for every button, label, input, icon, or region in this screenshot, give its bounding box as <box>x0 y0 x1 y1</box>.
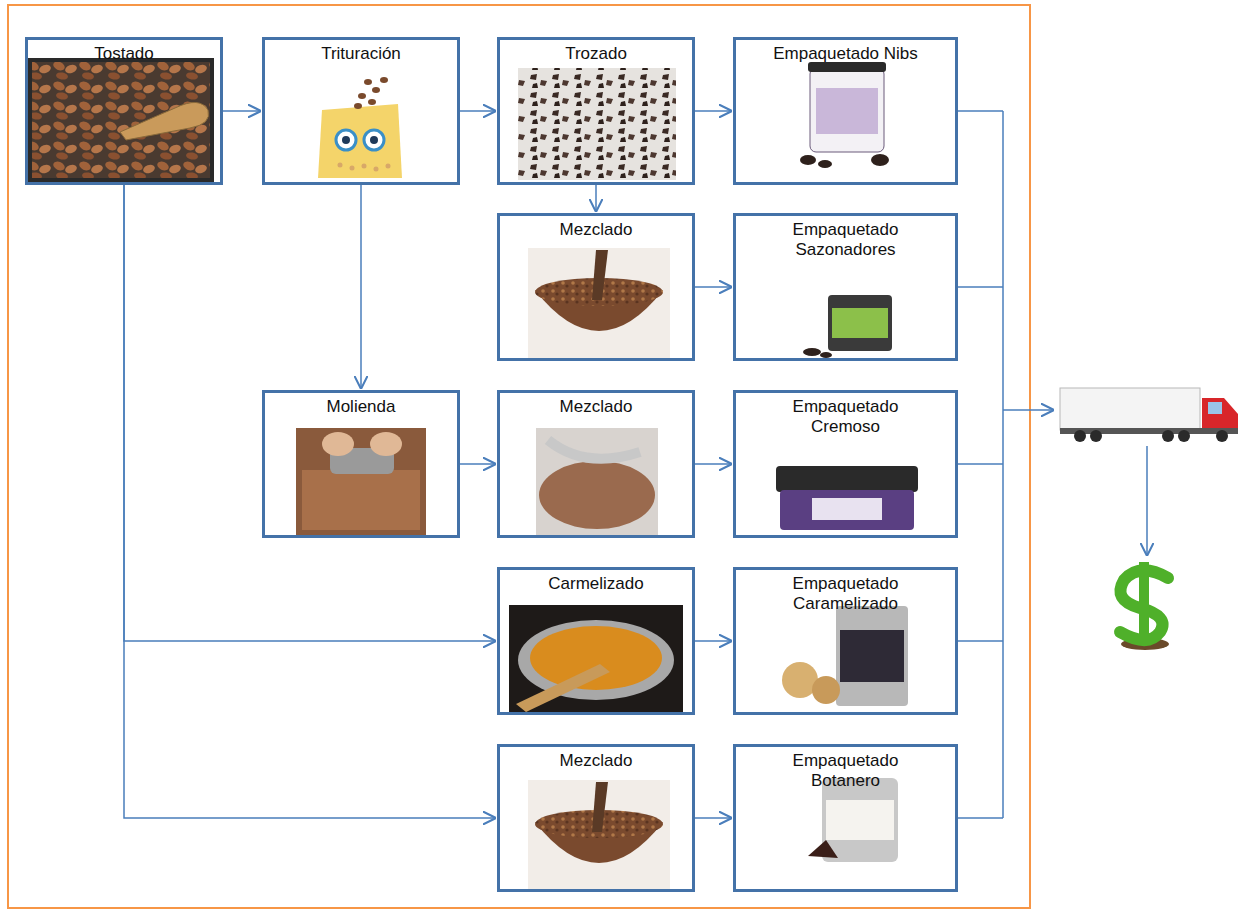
grinding-picture <box>296 428 426 536</box>
process-box: Molienda <box>262 390 460 538</box>
process-box: Trituración <box>262 37 460 185</box>
flow-arrow <box>124 185 496 641</box>
flow-arrow <box>695 817 732 819</box>
nibs-jar-picture <box>800 62 889 168</box>
process-box: Carmelizado <box>497 567 695 715</box>
cream-mixing-picture <box>536 428 658 536</box>
flow-arrow <box>360 185 362 389</box>
flow-arrow <box>695 463 732 465</box>
process-box: Empaquetado Caramelizado <box>733 567 958 715</box>
mixing-bowl-picture <box>528 248 670 358</box>
box-title: Empaquetado Sazonadores <box>761 220 931 261</box>
process-box: Tostado <box>25 37 223 185</box>
snack-mixing-picture <box>528 780 670 890</box>
box-title: Empaquetado Cremoso <box>761 397 931 438</box>
box-title: Empaquetado Botanero <box>761 751 931 792</box>
flow-arrow <box>460 110 496 112</box>
process-box: Mezclado <box>497 213 695 361</box>
box-title: Carmelizado <box>511 574 681 594</box>
flow-arrow <box>695 110 732 112</box>
process-box: Empaquetado Nibs <box>733 37 958 185</box>
chopping-picture <box>518 68 676 180</box>
money-picture <box>1120 562 1169 650</box>
process-box: Mezclado <box>497 390 695 538</box>
box-title: Mezclado <box>511 397 681 417</box>
flow-arrow <box>695 640 732 642</box>
flow-arrow <box>460 463 496 465</box>
distribution-lines <box>958 111 1147 818</box>
process-box: Mezclado <box>497 744 695 892</box>
process-box: Trozado <box>497 37 695 185</box>
truck-picture <box>1060 388 1238 442</box>
flow-arrow <box>124 185 496 818</box>
caramelizing-picture <box>509 605 683 713</box>
box-title: Molienda <box>276 397 446 417</box>
cream-jar-picture <box>776 466 918 530</box>
box-title: Trituración <box>276 44 446 64</box>
process-box: Empaquetado Sazonadores <box>733 213 958 361</box>
box-title: Tostado <box>39 44 209 64</box>
process-frame <box>8 5 1030 908</box>
process-box: Empaquetado Cremoso <box>733 390 958 538</box>
box-title: Mezclado <box>511 220 681 240</box>
box-title: Empaquetado Nibs <box>761 44 931 64</box>
flow-arrow <box>595 185 597 212</box>
box-title: Empaquetado Caramelizado <box>761 574 931 615</box>
seasoning-jar-picture <box>803 295 892 358</box>
box-title: Mezclado <box>511 751 681 771</box>
box-title: Trozado <box>511 44 681 64</box>
flow-arrow <box>223 110 261 112</box>
roasting-picture <box>30 60 212 180</box>
crushing-picture <box>318 77 402 178</box>
snack-tin-picture <box>808 778 898 862</box>
process-box: Empaquetado Botanero <box>733 744 958 892</box>
flow-arrow <box>695 286 732 288</box>
caramelized-tin-picture <box>782 606 908 706</box>
